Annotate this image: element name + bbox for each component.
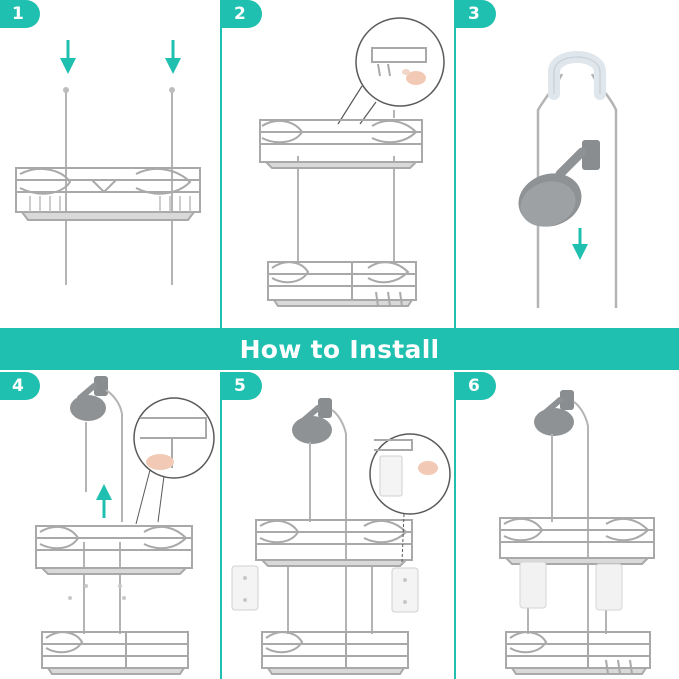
zoom-detail-icon [337,17,445,125]
shower-head-icon [534,390,574,436]
step-1-badge: 1 [0,0,40,28]
adhesive-pad-icon [519,561,623,611]
banner-title: How to Install [239,334,440,364]
step-5-badge: 5 [222,372,262,400]
down-arrow-icon [572,228,588,260]
divider [220,372,222,679]
step-3-panel: 3 [456,0,679,328]
basket-icon [15,167,201,221]
divider [454,372,456,679]
shower-head-icon [518,140,600,227]
step-6-panel: 6 [456,372,679,679]
step-1-panel: 1 [0,0,220,328]
step-2-illustration [259,17,445,307]
step-2-badge: 2 [222,0,262,28]
step-2-number: 2 [234,4,246,24]
step-4-panel: 4 [0,372,220,679]
step-4-illustration [35,376,215,675]
step-6-badge: 6 [456,372,496,400]
step-1-number: 1 [12,4,24,24]
divider [220,0,222,328]
adhesive-pad-icon [231,565,419,613]
step-5-illustration [231,398,451,675]
zoom-detail-icon [133,397,215,525]
shower-head-icon [292,398,332,444]
shower-head-icon [70,376,108,421]
step-4-number: 4 [12,376,24,396]
down-arrow-icon [60,40,181,74]
step-5-panel: 5 [222,372,454,679]
step-6-illustration [499,390,655,675]
step-5-number: 5 [234,376,246,396]
step-6-number: 6 [468,376,480,396]
up-arrow-icon [96,484,112,518]
how-to-install-banner: How to Install [0,328,679,370]
step-1-illustration [15,40,201,285]
step-2-panel: 2 [222,0,454,328]
step-3-illustration [518,51,618,308]
step-4-badge: 4 [0,372,40,400]
zoom-detail-icon [369,433,451,563]
step-3-number: 3 [468,4,480,24]
divider [454,0,456,328]
step-3-badge: 3 [456,0,496,28]
